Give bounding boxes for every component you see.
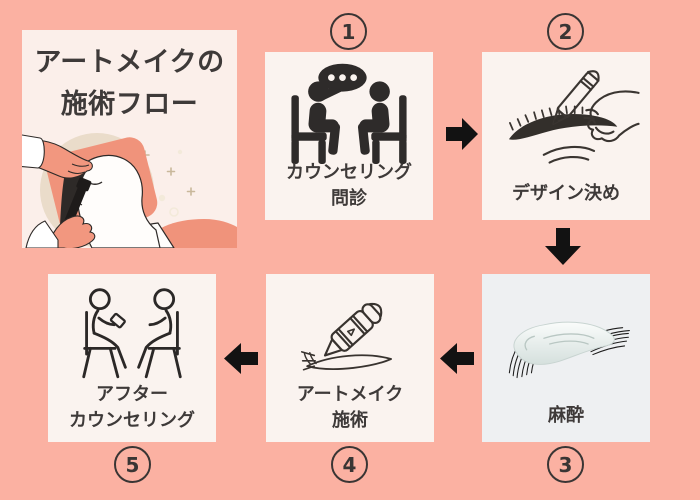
counseling-icon bbox=[291, 63, 407, 164]
arrow-down-icon bbox=[545, 228, 581, 265]
step-number: 5 bbox=[125, 452, 140, 477]
title-line-2: 施術フロー bbox=[60, 89, 199, 120]
step-number-badge-4: 4 bbox=[331, 446, 368, 483]
step-label-line: 問診 bbox=[331, 188, 367, 209]
after-counseling-icon bbox=[82, 288, 182, 379]
arrow-left-icon bbox=[440, 343, 474, 374]
arrow-right-icon bbox=[446, 118, 478, 150]
step-label-line: アフター bbox=[96, 384, 168, 405]
step-card-procedure: アートメイク 施術 bbox=[266, 274, 434, 442]
step-label-line: デザイン決め bbox=[512, 183, 620, 204]
title-line-1: アートメイクの bbox=[34, 47, 225, 78]
step-label-line: アートメイク bbox=[296, 384, 404, 405]
step-number: 1 bbox=[341, 19, 356, 44]
step-number-badge-5: 5 bbox=[114, 446, 151, 483]
step-card-design: デザイン決め bbox=[482, 52, 650, 220]
step-card-aftercare: アフター カウンセリング bbox=[48, 274, 216, 442]
step-card-anesthesia: 麻酔 bbox=[482, 274, 650, 442]
step-number-badge-1: 1 bbox=[330, 13, 367, 50]
step-number: 3 bbox=[558, 452, 573, 477]
step-number-badge-3: 3 bbox=[547, 446, 584, 483]
title-card: アートメイクの 施術フロー bbox=[22, 30, 237, 248]
page-title: アートメイクの 施術フロー bbox=[22, 30, 237, 126]
step-label: カウンセリング 問診 bbox=[265, 160, 433, 212]
eyebrow-design-icon bbox=[508, 70, 640, 164]
face-tattoo-procedure-illustration bbox=[22, 133, 237, 248]
step-label-line: カウンセリング bbox=[286, 162, 412, 183]
step-label: アートメイク 施術 bbox=[266, 382, 434, 434]
step-label: デザイン決め bbox=[482, 181, 650, 207]
step-number: 4 bbox=[342, 452, 357, 477]
arrow-left-icon bbox=[224, 343, 258, 374]
step-number: 2 bbox=[558, 19, 573, 44]
step-label-line: 施術 bbox=[332, 410, 368, 431]
step-card-counseling: カウンセリング 問診 bbox=[265, 52, 433, 220]
step-number-badge-2: 2 bbox=[547, 13, 584, 50]
step-label-line: カウンセリング bbox=[69, 410, 195, 431]
step-label: アフター カウンセリング bbox=[48, 382, 216, 434]
tattoo-pen-icon bbox=[300, 302, 392, 371]
step-label-line: 麻酔 bbox=[548, 405, 584, 426]
step-label: 麻酔 bbox=[482, 403, 650, 429]
anesthesia-cream-icon bbox=[508, 321, 630, 379]
